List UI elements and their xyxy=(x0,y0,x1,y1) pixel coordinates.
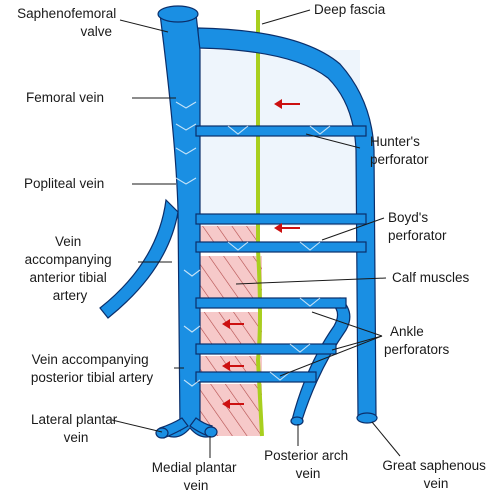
ankle-perforator-vein-2 xyxy=(195,371,317,383)
hunters-perforator-vein xyxy=(195,125,367,137)
label-lateral-plantar-vein: Lateral plantar vein xyxy=(31,412,121,445)
leader-lines xyxy=(111,9,401,458)
flow-arrow-3 xyxy=(222,319,244,329)
label-deep-fascia: Deep fascia xyxy=(314,2,386,17)
boyds-perforator-vein xyxy=(195,241,367,253)
anterior-tibial-vein xyxy=(99,198,179,319)
label-calf-muscles: Calf muscles xyxy=(392,270,470,285)
label-medial-plantar-vein: Medial plantar vein xyxy=(152,460,241,493)
ankle-perforator-vein-1 xyxy=(195,343,337,355)
flow-arrow-1 xyxy=(274,99,300,109)
deep-fascia-line xyxy=(255,10,264,437)
label-anterior-tibial-vein: Vein accompanying anterior tibial artery xyxy=(25,234,116,303)
lateral-plantar-end xyxy=(155,427,169,439)
saphenofemoral-opening xyxy=(157,5,199,23)
label-posterior-tibial-vein: Vein accompanying posterior tibial arter… xyxy=(31,352,154,385)
label-popliteal-vein: Popliteal vein xyxy=(24,176,104,191)
upper-calf-vein xyxy=(195,213,367,225)
flow-arrow-4 xyxy=(222,361,244,371)
posterior-arch-end xyxy=(290,416,304,426)
flow-arrow-2 xyxy=(274,223,300,233)
calf-communicating-vein xyxy=(195,297,347,309)
valve-markers xyxy=(175,101,331,387)
label-boyds-perforator: Boyd's perforator xyxy=(388,210,447,243)
labels: Saphenofemoral valve Deep fascia Femoral… xyxy=(17,2,489,493)
label-femoral-vein: Femoral vein xyxy=(26,90,104,105)
great-saphenous-vein-end xyxy=(356,412,378,424)
flow-arrows xyxy=(222,99,300,409)
label-ankle-perforators: Ankle perforators xyxy=(384,324,450,357)
label-hunters-perforator: Hunter's perforator xyxy=(370,134,429,167)
posterior-arch-vein xyxy=(291,297,351,421)
medial-plantar-end xyxy=(204,426,218,438)
veins xyxy=(99,5,378,439)
label-posterior-arch-vein: Posterior arch vein xyxy=(264,448,352,481)
label-great-saphenous-vein: Great saphenous vein xyxy=(382,458,489,491)
flow-arrow-5 xyxy=(222,399,244,409)
label-saphenofemoral-valve: Saphenofemoral valve xyxy=(17,6,120,39)
